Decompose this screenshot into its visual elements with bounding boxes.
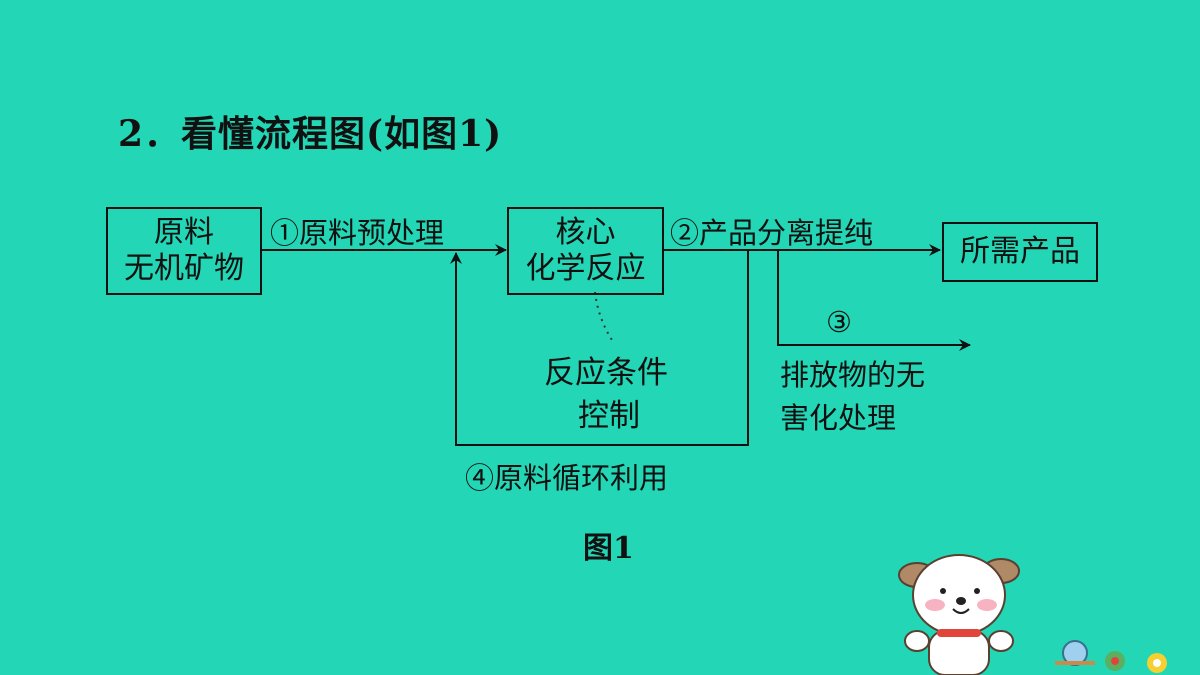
arrow-recycle-loop [450, 250, 749, 446]
node-product-label: 所需产品 [960, 234, 1080, 269]
dotted-condition-link [594, 291, 613, 341]
node-core-line1: 核心 [555, 215, 616, 250]
slide-title: 2．看懂流程图(如图1) [118, 113, 503, 155]
edge-label-step2: ②产品分离提纯 [670, 216, 874, 250]
edge-label-step3-num: ③ [826, 305, 852, 339]
edge-label-step1: ①原料预处理 [270, 216, 445, 250]
node-raw-line2: 无机矿物 [124, 251, 244, 286]
node-product: 所需产品 [942, 222, 1098, 282]
puppy-mascot-icon [898, 554, 1167, 675]
node-raw-material: 原料 无机矿物 [106, 207, 262, 295]
figure-caption: 图1 [583, 531, 634, 566]
edge-label-step3-line2: 害化处理 [780, 401, 897, 435]
node-core-reaction: 核心 化学反应 [507, 207, 664, 295]
arrow-to-waste [777, 250, 971, 351]
node-condition-line1: 反应条件 [544, 355, 668, 391]
node-condition-line2: 控制 [578, 398, 640, 434]
node-core-line2: 化学反应 [525, 251, 646, 286]
edge-label-step3-line1: 排放物的无 [780, 358, 926, 392]
edge-label-step4: ④原料循环利用 [465, 461, 669, 495]
node-raw-line1: 原料 [154, 215, 214, 250]
